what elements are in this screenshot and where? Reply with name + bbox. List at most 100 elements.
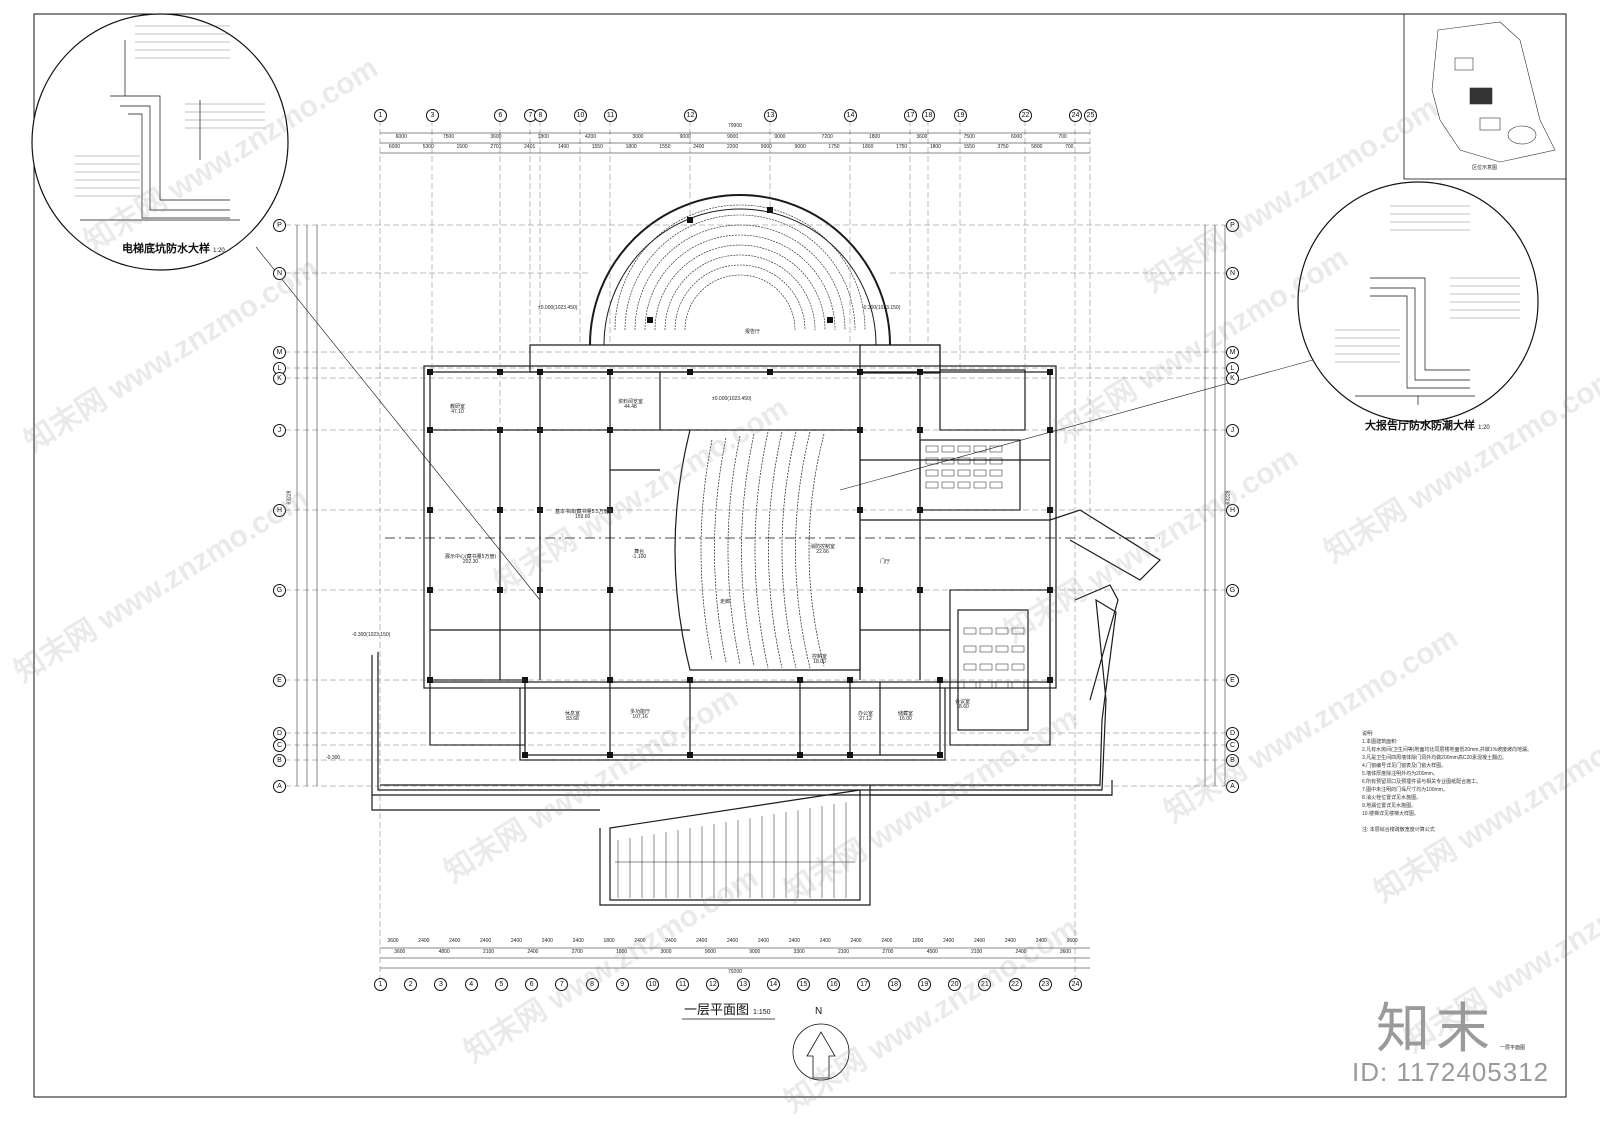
column-axis-bubble: 24 xyxy=(1069,109,1082,122)
row-axis-bubble: H xyxy=(1226,504,1239,517)
dimension-label: 2400 xyxy=(757,938,769,944)
column-axis-bubble: 10 xyxy=(574,109,587,122)
dimension-label: 2100 xyxy=(971,949,983,955)
room-area: 47.10 xyxy=(451,409,464,415)
dimension-label: 2400 xyxy=(634,938,646,944)
detail-left-title-text: 电梯底坑防水大样 xyxy=(122,243,210,255)
column-axis-bubble: 15 xyxy=(797,978,811,991)
column-axis-bubble: 3 xyxy=(434,978,448,991)
dimension-label: 3600 xyxy=(394,949,406,955)
dimension-label: 4200 xyxy=(585,134,597,140)
dimension-label: 9000 xyxy=(704,949,716,955)
dimension-label: 2400 xyxy=(696,938,708,944)
room-area: 27.12 xyxy=(859,716,872,722)
dimension-label: 2400 xyxy=(480,938,492,944)
level-mark: ±0.000(1023.450) xyxy=(712,396,752,402)
row-axis-bubble: H xyxy=(273,504,286,517)
dimension-label: 1800 xyxy=(912,938,924,944)
dimension-label: 2700 xyxy=(571,949,583,955)
column-axis-bubble: 22 xyxy=(1008,978,1022,991)
overall-depth-right: 63228 xyxy=(1225,490,1232,505)
dimension-label: 1800 xyxy=(929,144,941,150)
column-axis-bubble: 1 xyxy=(374,109,387,122)
detail-right-scale: 1:20 xyxy=(1478,425,1490,431)
room-name: 门厅 xyxy=(880,559,891,565)
dimension-label: 9000 xyxy=(760,144,772,150)
room-area: -1.100 xyxy=(632,554,647,560)
row-axis-bubble: A xyxy=(1226,780,1239,793)
dimension-label: 1800 xyxy=(616,949,628,955)
dimension-label: 2100 xyxy=(482,949,495,955)
column-axis-bubble: 12 xyxy=(684,109,697,122)
dimension-label: 1750 xyxy=(828,144,840,150)
site-plan-caption: 区位示意图 xyxy=(1472,165,1498,171)
column-axis-bubble: 24 xyxy=(1069,978,1082,991)
dimension-label: 2200 xyxy=(727,144,739,150)
note-item: 1.本图建筑面积: xyxy=(1362,739,1398,745)
room-label: 基本书库(藏书量5.5万册)159.60 xyxy=(555,510,610,520)
dimension-label: 9000 xyxy=(727,134,739,140)
dimension-label: 1400 xyxy=(557,144,570,150)
dimension-label: 5800 xyxy=(1031,144,1043,150)
dimension-label: 3000 xyxy=(660,949,672,955)
note-item: 6.所有预留洞口及预埋件请与相关专业图纸配合施工。 xyxy=(1362,779,1482,785)
room-name: 消防控制室 xyxy=(810,544,836,550)
column-axis-bubble: 4 xyxy=(464,978,478,991)
dimension-label: 3000 xyxy=(632,134,644,140)
row-axis-bubble: C xyxy=(1226,739,1239,752)
dimension-label: 700 xyxy=(1058,134,1067,140)
room-area: 107.16 xyxy=(632,714,648,720)
row-axis-bubble: C xyxy=(273,739,286,752)
dimension-label: 1800 xyxy=(862,144,874,150)
dimension-label: 5300 xyxy=(422,144,434,150)
dimension-label: 2400 xyxy=(693,144,705,150)
dimension-label: 6000 xyxy=(395,134,407,140)
dimension-label: 3600 xyxy=(1059,949,1071,955)
room-label: 报告厅 xyxy=(745,330,760,335)
row-axis-bubble: K xyxy=(273,372,286,385)
room-area: 44.48 xyxy=(624,404,637,410)
row-axis-bubble: N xyxy=(1226,267,1239,280)
dimension-label: 2400 xyxy=(572,938,584,944)
room-name: 报告厅 xyxy=(745,329,761,335)
dimension-label: 1750 xyxy=(896,144,908,150)
note-item: 7.图中未注明的门垛尺寸均为100mm。 xyxy=(1362,787,1448,793)
column-axis-bubble: 6 xyxy=(494,109,507,122)
column-axis-bubble: 17 xyxy=(904,109,917,122)
room-label: 舞台-1.100 xyxy=(632,550,646,560)
room-area: 16.00 xyxy=(899,716,912,722)
notes-title: 说明: xyxy=(1362,731,1374,737)
column-axis-bubble: 17 xyxy=(857,978,871,991)
column-axis-bubble: 9 xyxy=(615,978,629,991)
row-axis-bubble: A xyxy=(273,780,286,793)
dimension-label: 1800 xyxy=(603,938,615,944)
dimension-label: 3750 xyxy=(997,144,1009,150)
note-item: 9.地漏位置详见水施图。 xyxy=(1362,803,1417,809)
room-name: 基本书库(藏书量5.5万册) xyxy=(555,509,611,515)
dimension-label: 2400 xyxy=(510,938,523,944)
room-label: 展示中心(藏书量5万册)202.30 xyxy=(445,555,496,565)
column-axis-bubble: 6 xyxy=(525,978,539,991)
dimension-label: 1550 xyxy=(963,144,975,150)
detail-left-scale: 1:20 xyxy=(213,248,225,254)
row-axis-bubble: E xyxy=(273,674,286,687)
brand-logo: 知末 xyxy=(1376,999,1496,1059)
room-area: 202.30 xyxy=(462,559,479,565)
dimension-label: 2100 xyxy=(837,949,850,955)
note-item: 4.门窗编号详见门窗表及门窗大样图。 xyxy=(1362,763,1447,769)
level-mark: ±0.000(1023.450) xyxy=(538,305,578,311)
dimension-label: 7500 xyxy=(963,134,975,140)
dimension-label: 3600 xyxy=(490,134,502,140)
dimension-label: 2400 xyxy=(881,938,893,944)
column-axis-bubble: 14 xyxy=(844,109,857,122)
room-name: 舞台 xyxy=(634,549,645,555)
dimension-label: 9000 xyxy=(794,144,806,150)
room-area: 83.68 xyxy=(566,716,579,722)
column-axis-bubble: 8 xyxy=(585,978,599,991)
